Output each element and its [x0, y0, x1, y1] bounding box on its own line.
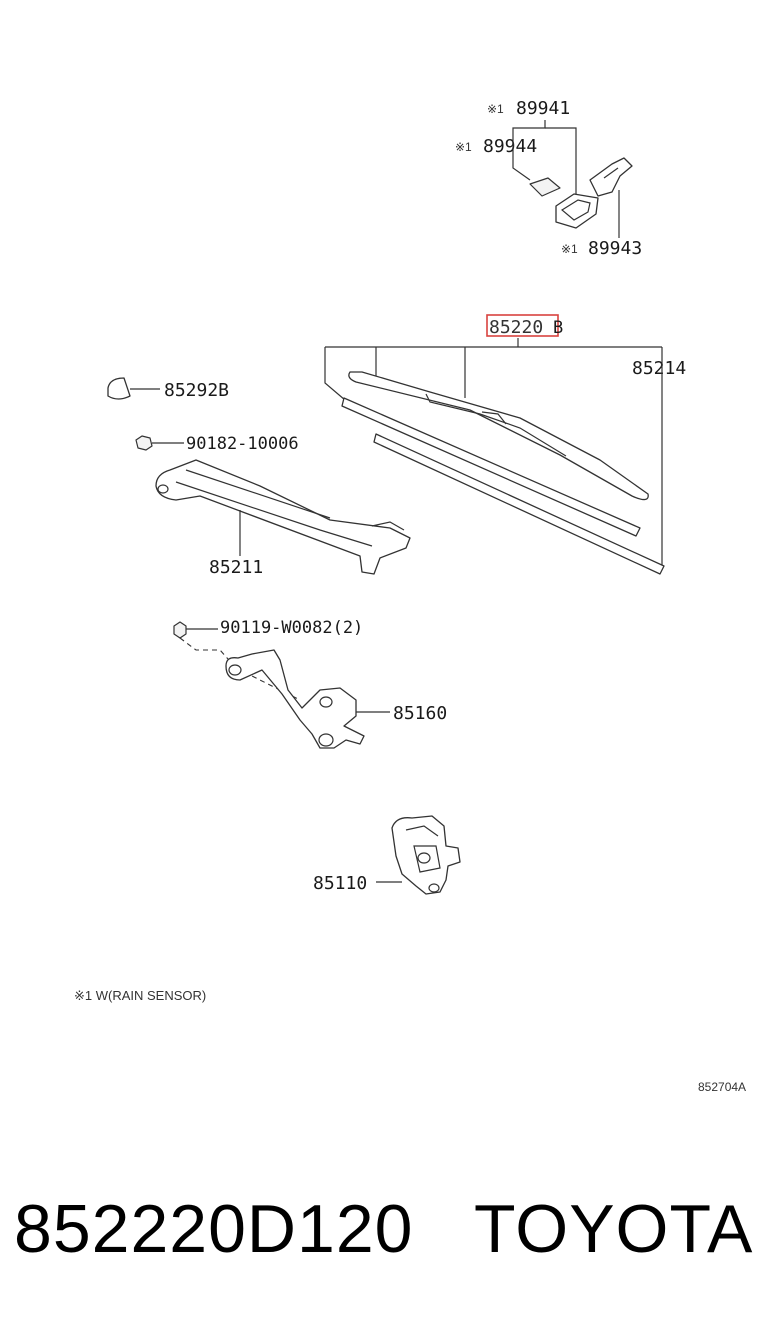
- cap-group: 85292B: [107, 377, 229, 401]
- mark-89941: ※1: [487, 102, 504, 116]
- highlight-box: [486, 314, 559, 337]
- label-89941[interactable]: 89941: [516, 98, 570, 119]
- footer: 852220D120 TOYOTA: [0, 1190, 760, 1280]
- diagram-code: 852704A: [698, 1080, 746, 1094]
- label-85110[interactable]: 85110: [313, 873, 367, 894]
- rain-sensor-group: ※1 89941 ※1 89944 ※1 89943: [455, 98, 642, 259]
- label-89943[interactable]: 89943: [588, 238, 642, 259]
- footnote: ※1 W(RAIN SENSOR): [74, 988, 206, 1003]
- label-85160[interactable]: 85160: [393, 703, 447, 724]
- wiper-arm-group: 85211: [155, 459, 411, 578]
- wiper-arm: [155, 459, 411, 575]
- leader-89944: [512, 120, 546, 181]
- blade-rubber: [341, 397, 641, 537]
- sensor-pad: [529, 177, 561, 197]
- label-90119[interactable]: 90119-W0082(2): [220, 618, 363, 638]
- leader-89941: [545, 127, 577, 195]
- nut: [135, 435, 153, 451]
- label-85220[interactable]: 85220: [489, 317, 543, 338]
- mark-89944: ※1: [455, 140, 472, 154]
- bolt: [173, 621, 187, 639]
- wiper-cap: [107, 377, 131, 400]
- label-89944[interactable]: 89944: [483, 136, 537, 157]
- wiper-link: [225, 649, 365, 749]
- nut-group: 90182-10006: [135, 434, 299, 454]
- mark-89943: ※1: [561, 242, 578, 256]
- motor-group: 85110: [313, 815, 461, 895]
- link-group: 85160: [225, 649, 447, 749]
- label-85214[interactable]: 85214: [632, 358, 686, 379]
- sensor-bracket: [589, 157, 633, 197]
- footer-part-number: 852220D120: [14, 1191, 414, 1267]
- label-90182[interactable]: 90182-10006: [186, 434, 299, 454]
- wiper-blade: [348, 371, 649, 501]
- label-85220-suffix: B: [553, 318, 563, 338]
- label-85211[interactable]: 85211: [209, 557, 263, 578]
- footer-brand: TOYOTA: [474, 1191, 754, 1267]
- bolt-group: 90119-W0082(2): [173, 618, 363, 701]
- wiper-refill: [373, 433, 665, 575]
- wiper-blade-group: 85220 B 85214: [324, 314, 686, 575]
- wiper-motor: [391, 815, 461, 895]
- label-85292[interactable]: 85292B: [164, 380, 229, 401]
